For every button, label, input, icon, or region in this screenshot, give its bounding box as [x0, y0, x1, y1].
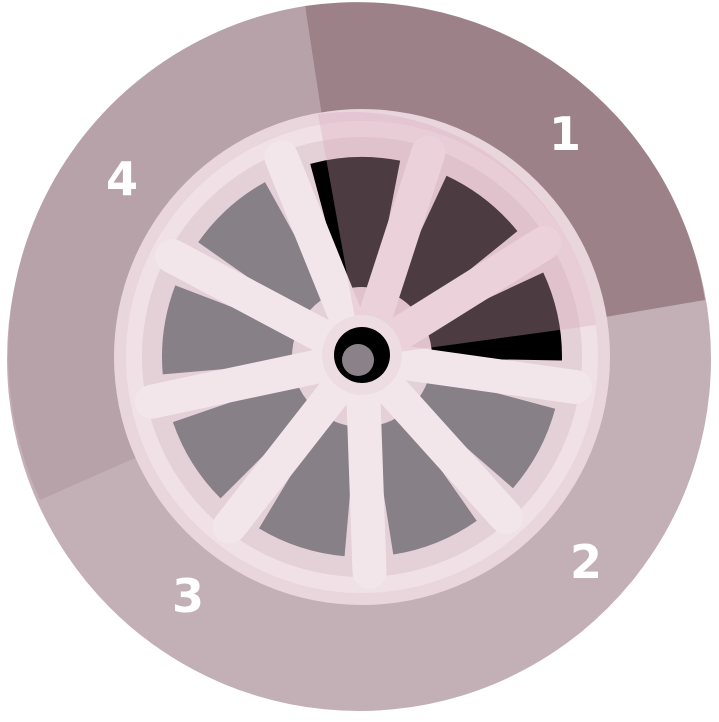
wheel-spoke: [363, 397, 369, 572]
alloy-wheel-icon: [114, 109, 610, 605]
segment-3-label: 3: [172, 569, 204, 623]
hub-bolt: [342, 344, 374, 376]
wheel-spoke: [402, 363, 575, 387]
segment-2-label: 2: [570, 535, 602, 589]
segment-1-label: 1: [549, 107, 581, 161]
segment-4-label: 4: [106, 152, 138, 206]
